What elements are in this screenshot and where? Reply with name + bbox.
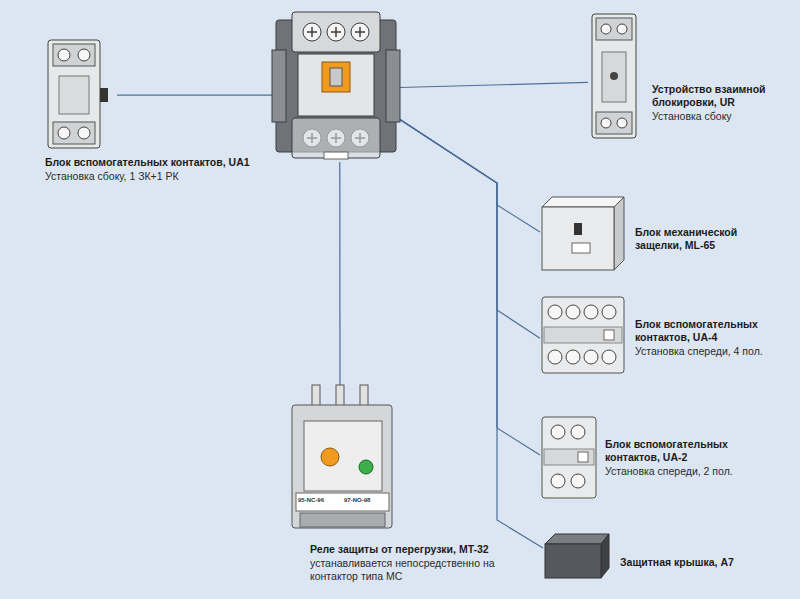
part-note: устанавливается непосредственно на конта… bbox=[310, 557, 510, 583]
label-group: Блок вспомогательных контактов, UA-4Уста… bbox=[635, 318, 800, 358]
contactor-illustration bbox=[272, 10, 400, 162]
label-group: Блок механической защелки, ML-65 bbox=[635, 226, 765, 252]
connector-line bbox=[400, 119, 540, 455]
connector-line bbox=[400, 82, 588, 87]
overload-relay: Реле защиты от перегрузки, MT-32устанавл… bbox=[290, 385, 395, 530]
connector-line bbox=[400, 119, 540, 338]
part-name: Блок вспомогательных контактов, UA1 bbox=[45, 156, 305, 169]
label-group: Устройство взаимной блокировки, URУстано… bbox=[652, 83, 792, 123]
aux-contact-block: Блок вспомогательных контактов, UA-2Уста… bbox=[540, 415, 598, 500]
connector-line bbox=[339, 162, 340, 385]
interlock-illustration bbox=[588, 12, 640, 140]
overload-relay-illustration bbox=[290, 385, 395, 530]
part-name: Блок вспомогательных контактов, UA-4 bbox=[635, 318, 800, 344]
part-name: Защитная крышка, A7 bbox=[620, 556, 740, 569]
label-group: Блок вспомогательных контактов, UA-2Уста… bbox=[605, 438, 770, 478]
part-name: Блок вспомогательных контактов, UA-2 bbox=[605, 438, 770, 464]
label-group: Реле защиты от перегрузки, MT-32устанавл… bbox=[310, 543, 510, 583]
protective-cover: Защитная крышка, A7 bbox=[543, 530, 610, 580]
label-group: Защитная крышка, A7 bbox=[620, 556, 740, 569]
part-name: Блок механической защелки, ML-65 bbox=[635, 226, 765, 252]
aux-contact-front-4-illustration bbox=[540, 295, 627, 375]
part-note: Установка спереди, 4 пол. bbox=[635, 345, 800, 358]
terminal-marking: 97-NO-98 bbox=[344, 497, 370, 504]
latch-block-illustration bbox=[540, 195, 625, 272]
part-note: Установка сбоку bbox=[652, 110, 792, 123]
part-note: Установка спереди, 2 пол. bbox=[605, 465, 770, 478]
part-name: Реле защиты от перегрузки, MT-32 bbox=[310, 543, 510, 556]
aux-contact-block: Блок вспомогательных контактов, UA-4Уста… bbox=[540, 295, 627, 375]
label-group: Блок вспомогательных контактов, UA1Устан… bbox=[45, 156, 305, 183]
interlock-device: Устройство взаимной блокировки, URУстано… bbox=[588, 12, 640, 140]
aux-contact-block: Блок вспомогательных контактов, UA1Устан… bbox=[45, 38, 117, 150]
cover-illustration bbox=[543, 530, 610, 580]
aux-contact-front-2-illustration bbox=[540, 415, 598, 500]
terminal-marking: 95-NC-96 bbox=[298, 497, 324, 504]
connector-line bbox=[400, 119, 543, 548]
aux-contact-side-illustration bbox=[45, 38, 117, 150]
connector-line bbox=[400, 119, 540, 232]
latch-block: Блок механической защелки, ML-65 bbox=[540, 195, 625, 272]
part-name: Устройство взаимной блокировки, UR bbox=[652, 83, 792, 109]
contactor bbox=[272, 10, 400, 162]
connector-line bbox=[117, 94, 272, 95]
part-note: Установка сбоку, 1 ЗК+1 РК bbox=[45, 170, 305, 183]
